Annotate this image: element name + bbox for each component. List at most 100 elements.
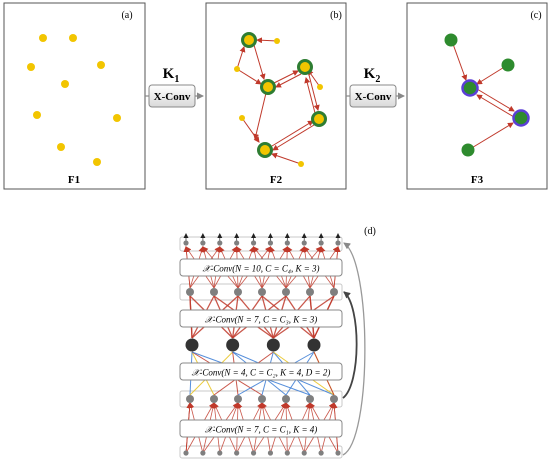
f2-edge xyxy=(253,44,266,80)
f3-points xyxy=(444,33,530,157)
panel-c-tag: (c) xyxy=(530,10,541,21)
layer-3-node xyxy=(258,288,266,296)
f3-edge xyxy=(476,88,515,112)
layer-1-node xyxy=(330,395,338,403)
f3-edge xyxy=(469,122,514,150)
f2-representative-point xyxy=(311,111,327,127)
f1-point xyxy=(113,114,121,122)
layer-1-node xyxy=(258,395,266,403)
x-conv-box-k1 xyxy=(148,84,196,108)
layer-3-node xyxy=(330,288,338,296)
f2-edge xyxy=(253,92,267,140)
input-node xyxy=(250,450,257,456)
layer-1-node xyxy=(186,395,194,403)
layer-4-node xyxy=(301,240,307,246)
layer-box-3: 𝒳-Conv(N = 7, C = C₃, K = 3) xyxy=(179,309,343,328)
f3-point xyxy=(501,58,515,72)
f1-points xyxy=(27,34,121,166)
f2-point xyxy=(317,84,323,90)
f3-edge xyxy=(476,94,515,118)
input-node xyxy=(267,450,274,456)
k1-kernel-label: K1 xyxy=(163,66,180,85)
layer-4-node xyxy=(318,240,324,246)
layer-2-node xyxy=(266,338,280,352)
f2-edge xyxy=(271,152,302,165)
input-node xyxy=(217,450,223,456)
layer-4-node xyxy=(335,240,341,246)
f1-point xyxy=(61,80,69,88)
input-node xyxy=(318,450,324,456)
layer-box-2-label: 𝒳-Conv(N = 4, C = C₂, K = 4, D = 2) xyxy=(192,368,331,378)
operator-k2: K2 X-Conv xyxy=(346,66,405,108)
x-conv-box-k2-label: X-Conv xyxy=(355,91,392,103)
f3-edges xyxy=(452,43,515,150)
f2-edge xyxy=(271,120,314,147)
layer-2-node xyxy=(307,338,321,352)
layer-4-node xyxy=(217,240,223,246)
layer-1-node xyxy=(210,395,218,403)
panel-a-label: F1 xyxy=(68,174,80,186)
f3-edge xyxy=(452,43,468,81)
panel-b-tag: (b) xyxy=(330,10,342,21)
layer-1-node xyxy=(306,395,314,403)
input-node xyxy=(335,450,341,456)
layer-4-node xyxy=(200,240,206,246)
panel-d: (d) 𝒳-Conv(N = 10, C = C₄, K = 3) 𝒳-Conv… xyxy=(179,226,376,459)
f3-point xyxy=(444,33,458,47)
f2-point xyxy=(298,161,304,167)
network-nodes xyxy=(183,240,341,456)
f2-point xyxy=(239,115,245,121)
layer-4-node xyxy=(250,240,257,246)
f2-edge xyxy=(256,37,278,44)
panel-b: (b) F2 xyxy=(205,2,347,190)
layer-3-node xyxy=(210,288,218,296)
input-node xyxy=(284,450,290,456)
f2-representative-point xyxy=(260,79,276,95)
layer-box-1: 𝒳-Conv(N = 7, C = C₁, K = 4) xyxy=(179,419,343,438)
f2-point xyxy=(234,66,240,72)
input-node xyxy=(234,450,240,456)
f1-point xyxy=(57,143,65,151)
f2-edge xyxy=(308,74,320,111)
layer-4-node xyxy=(234,240,240,246)
f2-point xyxy=(274,38,280,44)
skip-arrow-outer xyxy=(342,242,366,456)
f1-point xyxy=(33,111,41,119)
f2-representative-point xyxy=(257,142,273,158)
input-node xyxy=(301,450,307,456)
f3-representative-point xyxy=(512,109,530,127)
f3-representative-point xyxy=(461,79,479,97)
f2-points xyxy=(234,32,327,167)
panel-a: (a) F1 xyxy=(3,2,146,190)
input-node xyxy=(183,450,189,456)
panel-d-tag: (d) xyxy=(364,226,376,237)
f2-representative-point xyxy=(241,32,257,48)
x-conv-box-k1-label: X-Conv xyxy=(154,91,191,103)
layer-box-4: 𝒳-Conv(N = 10, C = C₄, K = 3) xyxy=(179,258,343,277)
panel-b-label: F2 xyxy=(270,174,283,186)
f1-point xyxy=(27,63,35,71)
f2-representative-point xyxy=(297,59,313,75)
skip-connections xyxy=(342,242,366,456)
f2-edge xyxy=(271,70,299,85)
layer-box-2: 𝒳-Conv(N = 4, C = C₂, K = 4, D = 2) xyxy=(179,362,343,381)
f2-edge xyxy=(304,77,316,114)
f2-edge xyxy=(236,46,246,70)
k2-kernel-label: K2 xyxy=(364,66,381,85)
f3-edge xyxy=(476,65,507,85)
layer-2-node xyxy=(185,338,199,352)
layer-3-node xyxy=(306,288,314,296)
layer-box-3-label: 𝒳-Conv(N = 7, C = C₃, K = 3) xyxy=(205,315,318,325)
operator-k1: K1 X-Conv xyxy=(145,66,204,108)
layer-3-node xyxy=(186,288,194,296)
layer-1-node xyxy=(234,395,242,403)
f2-edge xyxy=(275,73,302,88)
layer-1-node xyxy=(282,395,290,403)
f1-point xyxy=(93,158,101,166)
layer-3-node xyxy=(234,288,242,296)
f3-point xyxy=(461,143,475,157)
f1-point xyxy=(97,61,105,69)
input-node xyxy=(200,450,206,456)
layer-2-node xyxy=(226,338,240,352)
